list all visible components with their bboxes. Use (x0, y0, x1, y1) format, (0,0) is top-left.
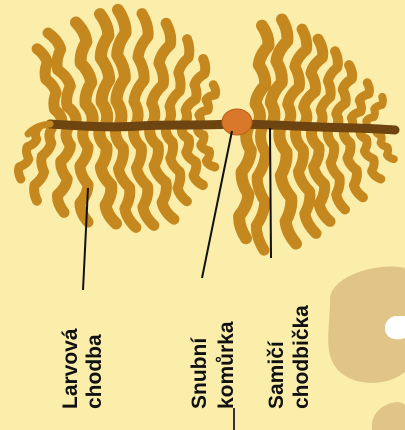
larval-gallery-branch (239, 128, 251, 238)
larval-gallery-branch (58, 128, 71, 212)
nuptial-chamber (222, 109, 252, 135)
bark-blob-small (372, 402, 405, 430)
larval-gallery-branch (116, 10, 125, 124)
leader-line-maternal (270, 128, 271, 258)
larval-gallery-branch (279, 129, 296, 244)
larval-gallery-branch (256, 26, 269, 124)
larval-gallery-branch (100, 14, 109, 124)
label-maternal-line1: Samičí (265, 340, 288, 409)
label-maternal-line2: chodbička (290, 305, 313, 409)
larval-gallery-branch (134, 14, 148, 124)
larval-gallery-branch (76, 23, 93, 125)
label-nuptial-line1: Snubní (188, 337, 211, 409)
label-nuptial-line2: komůrka (215, 321, 238, 409)
larval-gallery-branch (376, 130, 394, 159)
larval-gallery-branch (364, 97, 383, 128)
label-larval-line2: chodba (83, 334, 106, 409)
label-larval-line1: Larvová (59, 328, 82, 409)
background-blobs (328, 267, 405, 430)
larval-gallery-branch (256, 128, 265, 250)
